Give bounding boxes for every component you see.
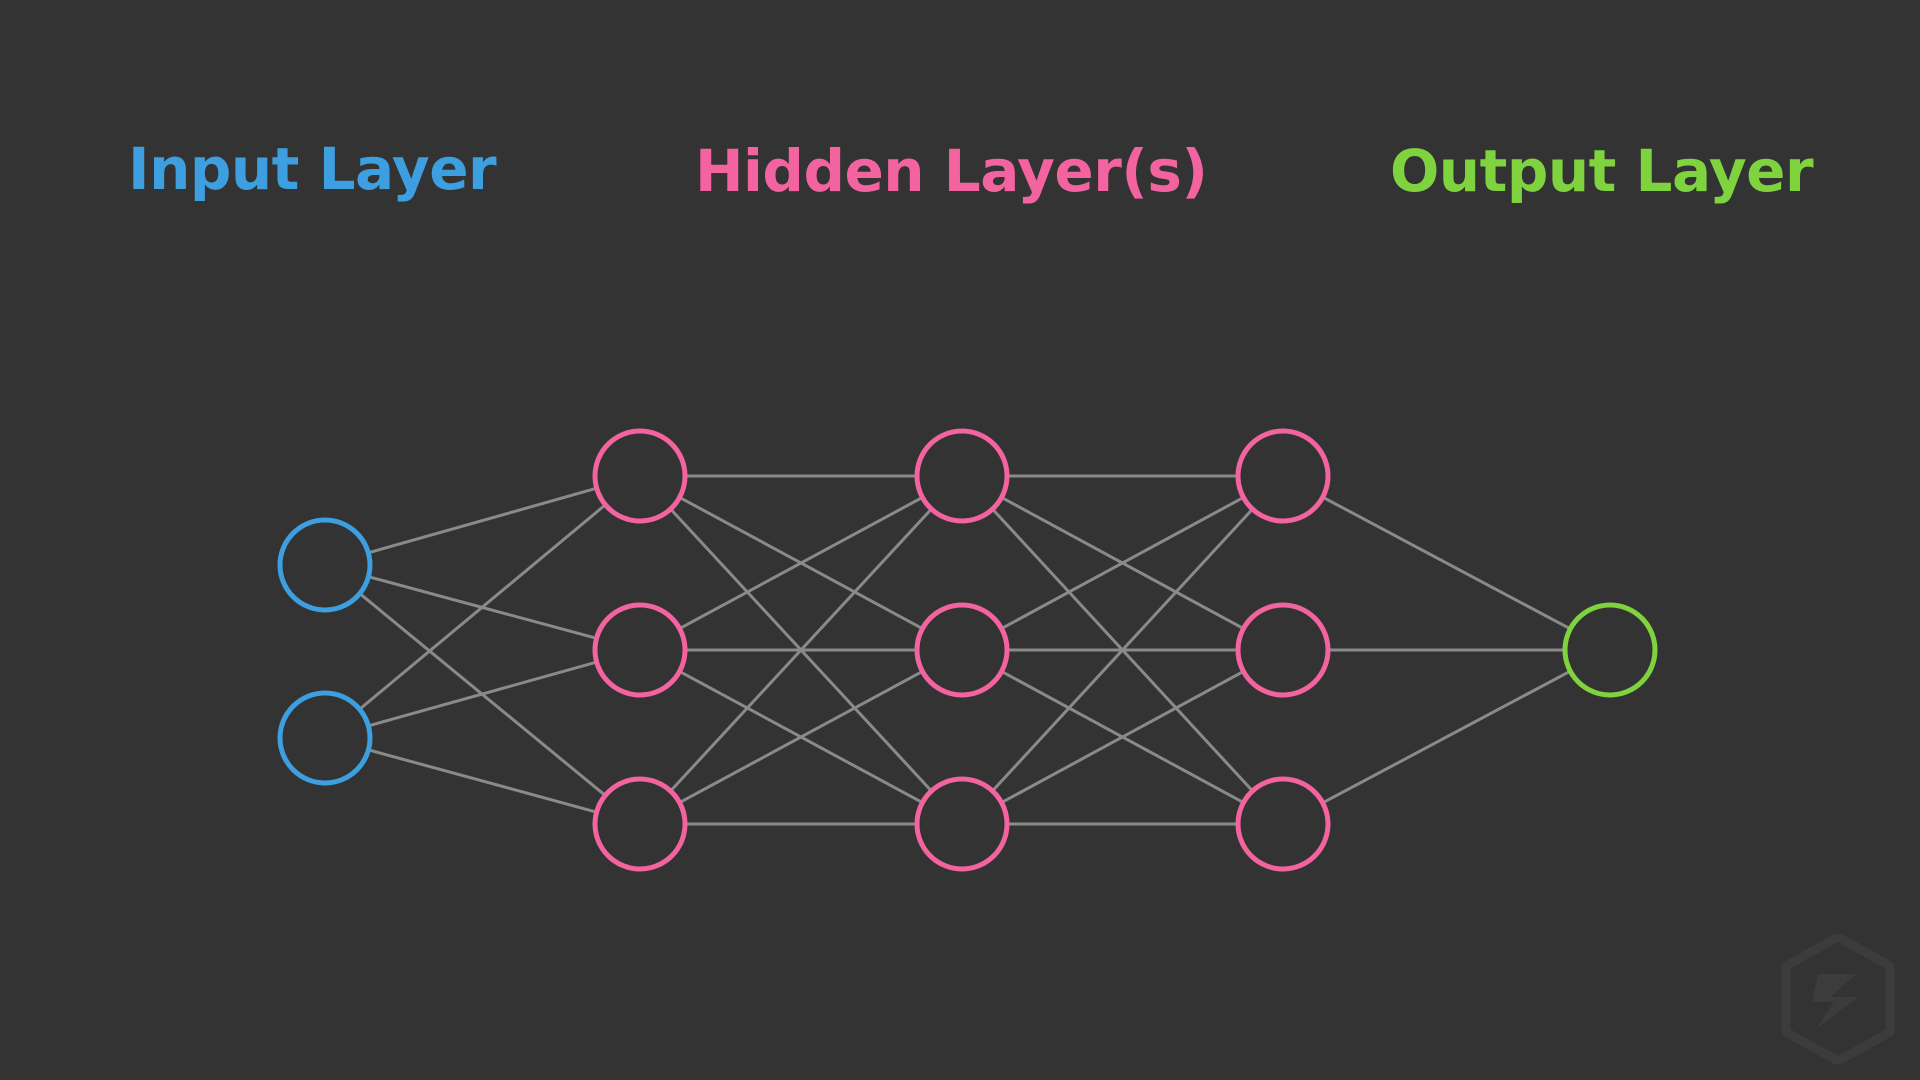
neuron-node-h1_2	[592, 602, 688, 698]
connection-edge	[358, 503, 607, 711]
connection-edge	[1000, 669, 1245, 805]
neuron-node-h1_1	[592, 428, 688, 524]
connection-edge	[1321, 495, 1572, 631]
connection-edge	[991, 507, 1254, 793]
hidden-layer-label: Hidden Layer(s)	[695, 137, 1208, 205]
neuron-node-o1	[1562, 602, 1658, 698]
connection-edge	[1321, 669, 1572, 805]
input-layer-label: Input Layer	[128, 135, 497, 203]
neuron-node-h3_1	[1235, 428, 1331, 524]
connection-edge	[669, 507, 933, 793]
neuron-node-h3_2	[1235, 602, 1331, 698]
connection-edge	[366, 660, 599, 728]
output-layer-label: Output Layer	[1390, 137, 1814, 205]
neuron-node-h2_3	[914, 776, 1010, 872]
neuron-node-i1	[277, 517, 373, 613]
connection-edge	[1000, 495, 1245, 631]
neuron-node-h2_1	[914, 428, 1010, 524]
brand-logo-watermark	[1781, 934, 1895, 1064]
connection-edge	[366, 486, 599, 555]
connection-edge	[678, 669, 924, 805]
neuron-node-h2_2	[914, 602, 1010, 698]
connection-edge	[678, 495, 924, 631]
neuron-nodes	[277, 428, 1658, 872]
neuron-node-h1_3	[592, 776, 688, 872]
neuron-node-i2	[277, 690, 373, 786]
connection-edge	[366, 748, 599, 814]
neuron-node-h3_3	[1235, 776, 1331, 872]
connection-edges	[358, 474, 1572, 826]
